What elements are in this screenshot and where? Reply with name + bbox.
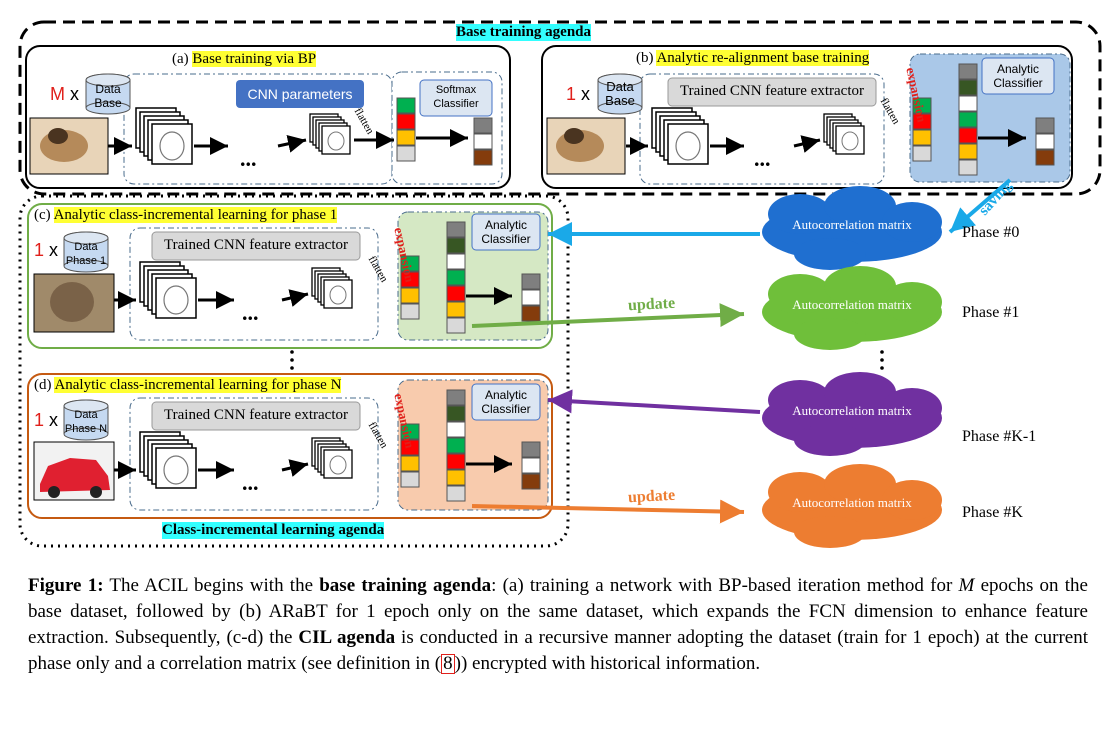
caption-text-4: is conducted in a recursive manner adopt…	[28, 627, 1089, 674]
multiplier-a-value: M	[50, 84, 65, 104]
caption-equation-link[interactable]: 8	[441, 653, 455, 674]
multiplier-c: 1 x	[34, 240, 58, 261]
panel-d-title: (d) Analytic class-incremental learning …	[34, 377, 342, 394]
caption-text-5: )) encrypted with historical information…	[454, 653, 761, 674]
panel-a-title-text: Base training via BP	[192, 51, 317, 67]
phase-0-label: Phase #0	[962, 224, 1020, 241]
multiplier-b-value: 1	[566, 84, 577, 104]
figure-caption: Figure 1: The ACIL begins with the base …	[28, 573, 1088, 677]
data-phase-1: Data Phase 1	[65, 241, 107, 267]
update-label-orange: update	[627, 486, 676, 507]
panel-a-title: (a) Base training via BP	[172, 51, 317, 68]
cloud-label-k-1: Autocorrelation matrix	[792, 403, 912, 418]
panel-b-label: (b)	[636, 50, 654, 66]
multiplier-d: 1 x	[34, 410, 58, 431]
panel-c-label: (c)	[34, 207, 51, 223]
dots-a: ...	[240, 146, 257, 171]
caption-m: M	[958, 575, 975, 596]
multiplier-a: M x	[50, 84, 79, 105]
panel-d-label: (d)	[34, 377, 52, 393]
caption-text-1: The ACIL begins with the	[103, 575, 320, 596]
phase-1-label: Phase #1	[962, 304, 1020, 321]
analytic-classifier-d: Analytic Classifier	[481, 388, 531, 416]
multiplier-a-x: x	[70, 84, 80, 104]
multiplier-d-value: 1	[34, 410, 45, 430]
extractor-c: Trained CNN feature extractor	[164, 237, 348, 253]
multiplier-d-x: x	[49, 410, 59, 430]
cloud-label-1: Autocorrelation matrix	[792, 297, 912, 312]
data-base-b: Data Base	[605, 79, 635, 108]
base-agenda-title: Base training agenda	[456, 24, 592, 41]
dots-b: ...	[754, 146, 771, 171]
cloud-label-k: Autocorrelation matrix	[792, 495, 912, 510]
panel-a-label: (a)	[172, 51, 189, 67]
panel-b-title-text: Analytic re-alignment base training	[656, 50, 870, 66]
caption-bold-1: base training agenda	[319, 575, 492, 596]
caption-text-3: epochs on the base dataset, followed by …	[28, 575, 1088, 648]
panel-c-title-text: Analytic class-incremental learning for …	[53, 207, 338, 223]
dots-c: ...	[242, 300, 259, 325]
caption-bold-2: CIL agenda	[298, 627, 396, 648]
caption-figure-label: Figure 1:	[28, 575, 104, 596]
phase-k-label: Phase #K	[962, 504, 1023, 521]
cloud-phase-1	[762, 266, 942, 350]
cil-agenda-border	[18, 194, 570, 548]
analytic-classifier-b: Analytic Classifier	[993, 62, 1043, 90]
diagram-shapes	[18, 20, 1102, 548]
panel-d-title-text: Analytic class-incremental learning for …	[54, 377, 342, 393]
cloud-phase-0	[762, 186, 942, 270]
softmax-classifier: Softmax Classifier	[433, 84, 479, 110]
base-agenda-border	[18, 20, 1102, 196]
extractor-d: Trained CNN feature extractor	[164, 407, 348, 423]
cloud-phase-k-1	[762, 372, 942, 456]
cloud-label-0: Autocorrelation matrix	[792, 217, 912, 232]
cil-agenda-title: Class-incremental learning agenda	[162, 522, 385, 539]
cloud-phase-k	[762, 464, 942, 548]
extractor-b: Trained CNN feature extractor	[680, 83, 864, 99]
analytic-classifier-c: Analytic Classifier	[481, 218, 531, 246]
multiplier-b-x: x	[581, 84, 591, 104]
multiplier-b: 1 x	[566, 84, 590, 105]
cnn-parameters: CNN parameters	[247, 86, 353, 102]
dots-d: ...	[242, 470, 259, 495]
caption-text-2: : (a) training a network with BP-based i…	[491, 575, 959, 596]
data-phase-n: Data Phase N	[64, 409, 108, 435]
data-base-a: Data Base	[94, 82, 122, 110]
update-label-green: update	[627, 294, 676, 315]
multiplier-c-x: x	[49, 240, 59, 260]
panel-b-title: (b) Analytic re-alignment base training	[636, 50, 870, 67]
multiplier-c-value: 1	[34, 240, 45, 260]
phase-k-1-label: Phase #K-1	[962, 428, 1037, 445]
panel-c-title: (c) Analytic class-incremental learning …	[34, 207, 338, 224]
